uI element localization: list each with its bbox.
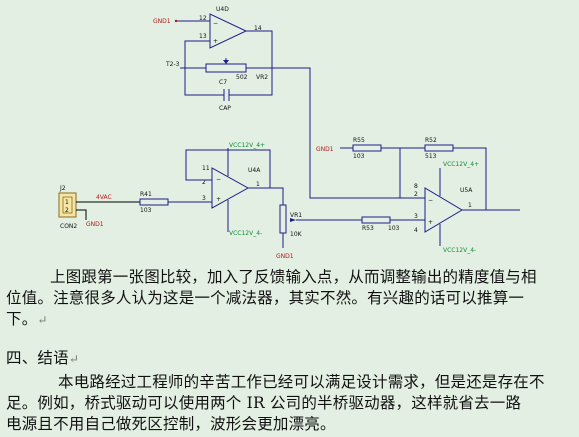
para2-line-2: 足。例如，桥式驱动可以使用两个 IR 公司的半桥驱动器，这样就省去一路 [6, 394, 522, 412]
opamp-u4a: − + U4A VCC12V_4+ VCC12V_4- 11 2 3 1 [202, 142, 265, 237]
j2-pin1: 1 [65, 199, 69, 206]
para1-line-2: 位值。注意很多人认为这是一个减法器，其实不然。有兴趣的话可以推算一 [6, 289, 525, 307]
potentiometer-vr1: VR1 10K GND1 [276, 204, 303, 260]
para2-line-3: 电源且不用自己做死区控制，波形会更加漂亮。 [6, 415, 336, 433]
r52-value: 513 [425, 153, 437, 160]
opamp-u4d: − + U4D 12 13 14 [199, 6, 262, 49]
u4d-pin-plus: 13 [199, 33, 207, 40]
u4a-plus-sign: + [216, 196, 221, 203]
u4a-vcc-top: VCC12V_4+ [229, 142, 265, 149]
vr2-ref: VR2 [256, 74, 268, 81]
gnd-vr1-label: GND1 [276, 253, 294, 260]
r55-ref: R55 [353, 137, 365, 144]
gnd-top-label: GND1 [153, 18, 171, 25]
u4a-minus-sign: − [216, 176, 221, 183]
r41-value: 103 [140, 207, 152, 214]
r55-value: 103 [353, 153, 365, 160]
capacitor-c7: C7 CAP [184, 68, 273, 112]
r41-ref: R41 [140, 191, 152, 198]
c7-value: CAP [219, 105, 231, 112]
u4d-minus-sign: − [213, 20, 218, 27]
j2-ref: J2 [59, 185, 66, 192]
u5a-pin-top: 8 [414, 183, 418, 190]
u4a-pin-a: 2 [202, 179, 206, 186]
u4d-plus-sign: + [213, 38, 218, 45]
u4a-pin-out: 1 [256, 181, 260, 188]
u5a-pin-out: 1 [468, 202, 472, 209]
u4a-pin-b: 3 [202, 195, 206, 202]
r53-ref: R53 [362, 225, 374, 232]
resistor-r53: R53 103 [361, 216, 400, 232]
para1-line-3: 下。 [6, 310, 38, 328]
para1-line-1: 上图跟第一张图比较，加入了反馈输入点，从而调整输出的精度值与相 [50, 268, 537, 286]
u4a-pin-top: 11 [202, 165, 210, 172]
paragraph-analysis: 上图跟第一张图比较，加入了反馈输入点，从而调整输出的精度值与相 位值。注意很多人… [6, 267, 571, 331]
u5a-plus-sign: + [428, 219, 433, 226]
vr2-value: 502 [236, 74, 248, 81]
gnd-j2-label: GND1 [86, 221, 104, 228]
heading-text: 四、结语 [6, 349, 69, 367]
r53-value: 103 [388, 225, 400, 232]
potentiometer-vr2: 502 VR2 [205, 58, 268, 81]
u5a-pin-b: 3 [414, 213, 418, 220]
u5a-pin-a: 2 [414, 191, 418, 198]
vr1-ref: VR1 [290, 212, 302, 219]
u5a-vcc-bot: VCC12V_4- [443, 247, 476, 254]
resistor-r55: R55 103 [352, 137, 382, 160]
vr1-value: 10K [290, 231, 303, 238]
u4a-vcc-bot: VCC12V_4- [229, 230, 262, 237]
resistor-r52: R52 513 [424, 137, 454, 160]
u5a-vcc-top: VCC12V_4+ [443, 161, 479, 168]
u4d-ref: U4D [216, 6, 229, 13]
u5a-minus-sign: − [428, 197, 433, 204]
u5a-pin-bot: 4 [414, 227, 418, 234]
c7-ref: C7 [219, 79, 227, 86]
t2-net-label: T2-3 [165, 61, 180, 68]
section-heading: 四、结语↵ [6, 348, 571, 370]
u4a-ref: U4A [248, 167, 261, 174]
u4d-pin-minus: 12 [199, 15, 207, 22]
vac-label: 4VAC [96, 194, 112, 201]
resistor-r41: R41 103 [139, 191, 169, 214]
u5a-ref: U5A [460, 187, 473, 194]
paragraph-conclusion: 本电路经过工程师的辛苦工作已经可以满足设计需求，但是还是存在不 足。例如，桥式驱… [6, 372, 571, 435]
circuit-schematic: − + U4D 12 13 14 GND1 T2-3 502 VR2 [58, 6, 520, 260]
j2-pin2: 2 [65, 207, 69, 214]
para-mark: ↵ [68, 352, 80, 366]
para2-line-1: 本电路经过工程师的辛苦工作已经可以满足设计需求，但是还是存在不 [58, 373, 545, 391]
u4d-pin-out: 14 [254, 25, 262, 32]
para-mark: ↵ [37, 313, 48, 327]
opamp-u5a: − + U5A VCC12V_4+ VCC12V_4- 8 2 3 1 4 [414, 161, 479, 254]
j2-name: CON2 [60, 223, 77, 230]
r52-ref: R52 [425, 137, 437, 144]
connector-j2: J2 1 2 CON2 [58, 185, 77, 230]
gnd-mid-label: GND1 [316, 146, 334, 153]
